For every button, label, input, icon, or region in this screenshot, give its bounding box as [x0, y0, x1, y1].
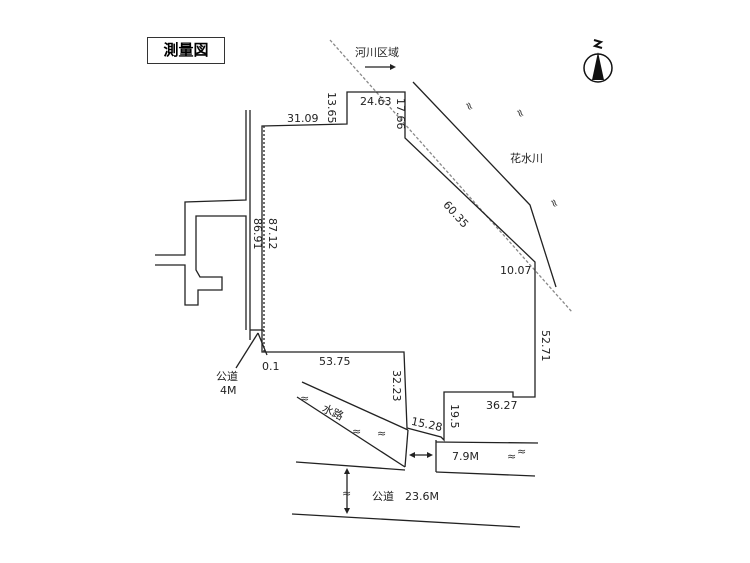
road-edge: [435, 471, 536, 477]
dimension-label: 53.75: [319, 355, 351, 368]
road-label: 公道 23.6M: [372, 490, 439, 503]
road-edge: [291, 513, 521, 528]
svg-text:≈: ≈: [352, 425, 361, 438]
waterway-bank: [296, 396, 406, 468]
river-label: 花水川: [510, 152, 543, 165]
side-road: [155, 110, 247, 256]
road-width-label: 4M: [220, 384, 237, 397]
page-title: 測量図: [147, 37, 225, 64]
road-edge: [435, 441, 539, 444]
dimension-label: 10.07: [500, 264, 532, 277]
dimension-label: 17.66: [394, 98, 407, 130]
road-label: 公道: [216, 370, 238, 383]
dimension-label: 86.91: [251, 218, 264, 250]
dimension-label: 36.27: [486, 399, 518, 412]
river-zone-label: 河川区域: [355, 46, 399, 59]
dimension-label: 31.09: [287, 112, 319, 125]
svg-text:≈: ≈: [342, 487, 351, 500]
svg-text:≈: ≈: [461, 99, 477, 113]
dimension-label: 87.12: [266, 218, 279, 250]
river-bank: [412, 81, 557, 288]
pointer-line: [235, 332, 259, 369]
dimension-label: 32.23: [390, 370, 403, 402]
river-zone-boundary: [329, 39, 573, 313]
svg-text:≈: ≈: [512, 106, 528, 120]
parcel-boundary: [261, 91, 536, 442]
dimension-label: 19.5: [448, 404, 461, 429]
dimension-label: 52.71: [539, 330, 552, 362]
north-arrow-icon: [583, 39, 613, 83]
side-road: [155, 215, 247, 330]
water-wave-icons: ≈ ≈ ≈ ≈ ≈ ≈ ≈ ≈ ≈: [300, 99, 562, 500]
svg-text:≈: ≈: [377, 427, 386, 440]
svg-text:≈: ≈: [300, 392, 309, 405]
dimension-label: 0.1: [262, 360, 280, 373]
svg-text:≈: ≈: [507, 450, 516, 463]
dimension-label: 24.63: [360, 95, 392, 108]
svg-text:≈: ≈: [546, 196, 562, 210]
waterway-bank: [301, 381, 409, 431]
dimension-label: 13.65: [325, 92, 338, 124]
pointer-line: [257, 332, 268, 356]
width-label: 7.9M: [452, 450, 479, 463]
svg-text:≈: ≈: [517, 445, 526, 458]
road-edge: [295, 461, 406, 471]
